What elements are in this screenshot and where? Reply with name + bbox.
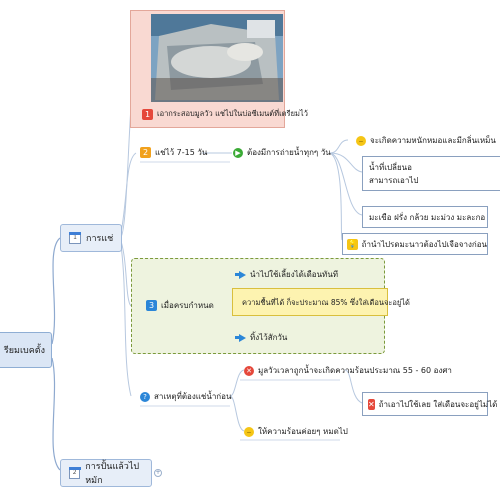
bad-smell-label: จะเกิดความหนักหมอและมีกลิ่นเหม็น <box>370 136 496 145</box>
leave-topic[interactable]: ทิ้งไว้สักวัน <box>235 331 288 344</box>
photo-caption: 1 เอากระสอบมูลวัว แช่ไปในบ่อซีเมนต์ที่เต… <box>142 108 308 120</box>
reason-topic[interactable]: ? สาเหตุที่ต้องแช่น้ำก่อน <box>140 390 231 403</box>
worms-die-note[interactable]: ✕ ถ้าเอาไปใช้เลย ใส่เดือนจะอยู่ไม่ได้ <box>362 392 497 416</box>
moisture-label: ความชื้นที่ได้ ก็จะประมาณ 85% ซึ่งใส่เดื… <box>242 298 410 307</box>
sad-face-icon: ‒ <box>356 135 366 146</box>
photo-node[interactable]: 1 เอากระสอบมูลวัว แช่ไปในบ่อซีเมนต์ที่เต… <box>130 10 308 128</box>
angry-face-icon: ✕ <box>244 365 254 376</box>
used-water-line1: น้ำที่เปลี่ยนอ <box>369 162 412 172</box>
play-icon: ▶ <box>233 147 243 158</box>
fruits-note[interactable]: มะเขือ ฝรั่ง กล้วย มะม่วง มะละกอ <box>362 206 488 228</box>
branch-soaking-label: การแช่ <box>86 234 114 244</box>
cool-down-topic[interactable]: ‒ ให้ความร้อนค่อยๆ หมดไป <box>244 425 348 438</box>
soak-duration-topic[interactable]: 2 แช่ไว้ 7-15 วัน <box>140 146 207 159</box>
use-now-topic[interactable]: นำไปใช้เลี้ยงได้เดือนทันที <box>235 268 339 281</box>
moisture-note[interactable]: ความชื้นที่ได้ ก็จะประมาณ 85% ซึ่งใส่เดื… <box>232 288 410 316</box>
heat-label: มูลวัวเวลาถูกน้ำจะเกิดความร้อนประมาณ 55 … <box>258 366 452 375</box>
lime-tip-note[interactable]: 💡 ถ้านำไปรดมะนาวต้องไปเจือจางก่อน <box>342 233 488 255</box>
number-badge: 2 <box>140 147 151 158</box>
fruits-label: มะเขือ ฝรั่ง กล้วย มะม่วง มะละกอ <box>369 212 486 222</box>
heat-topic[interactable]: ✕ มูลวัวเวลาถูกน้ำจะเกิดความร้อนประมาณ 5… <box>244 364 452 377</box>
deadline-topic[interactable]: 3 เมื่อครบกำหนด <box>146 299 214 312</box>
use-now-label: นำไปใช้เลี้ยงได้เดือนทันที <box>250 270 339 279</box>
change-water-topic[interactable]: ▶ ต้องมีการถ่ายน้ำทุกๆ วัน <box>233 146 331 159</box>
neutral-face-icon: ‒ <box>244 426 254 437</box>
arrow-right-icon <box>235 333 246 342</box>
number-badge: 1 <box>142 108 153 120</box>
used-water-note[interactable]: น้ำที่เปลี่ยนอ สามารถเอาไป <box>362 156 500 191</box>
question-icon: ? <box>140 391 150 402</box>
lime-tip-label: ถ้านำไปรดมะนาวต้องไปเจือจางก่อน <box>361 239 487 249</box>
calendar-number: 2 <box>72 469 77 476</box>
change-water-label: ต้องมีการถ่ายน้ำทุกๆ วัน <box>247 148 331 157</box>
leave-label: ทิ้งไว้สักวัน <box>250 333 288 342</box>
calendar-icon: 1 <box>69 232 81 244</box>
photo-caption-text: เอากระสอบมูลวัว แช่ไปในบ่อซีเมนต์ที่เตรี… <box>157 109 308 118</box>
branch-molding[interactable]: 2 การปั้นแล้วไปหมัก <box>60 459 152 487</box>
cow-manure-photo <box>151 14 283 102</box>
branch-molding-label: การปั้นแล้วไปหมัก <box>85 462 140 486</box>
central-topic-label: รียมเบคตั้ง <box>3 346 45 356</box>
lightbulb-icon: 💡 <box>347 238 358 250</box>
soak-duration-label: แช่ไว้ 7-15 วัน <box>155 148 208 157</box>
branch-soaking[interactable]: 1 การแช่ <box>60 224 122 252</box>
calendar-number: 1 <box>73 234 77 241</box>
cool-down-label: ให้ความร้อนค่อยๆ หมดไป <box>258 427 348 436</box>
used-water-line2: สามารถเอาไป <box>369 175 419 185</box>
reason-label: สาเหตุที่ต้องแช่น้ำก่อน <box>154 392 232 401</box>
expand-toggle[interactable]: + <box>154 469 162 477</box>
worms-die-label: ถ้าเอาไปใช้เลย ใส่เดือนจะอยู่ไม่ได้ <box>378 399 498 409</box>
central-topic[interactable]: รียมเบคตั้ง <box>0 332 52 368</box>
arrow-right-icon <box>235 270 246 279</box>
bad-smell-topic[interactable]: ‒ จะเกิดความหนักหมอและมีกลิ่นเหม็น <box>356 134 496 147</box>
deadline-label: เมื่อครบกำหนด <box>161 301 214 310</box>
cross-icon: ✕ <box>368 398 375 410</box>
calendar-icon: 2 <box>69 467 82 479</box>
number-badge: 3 <box>146 300 157 311</box>
